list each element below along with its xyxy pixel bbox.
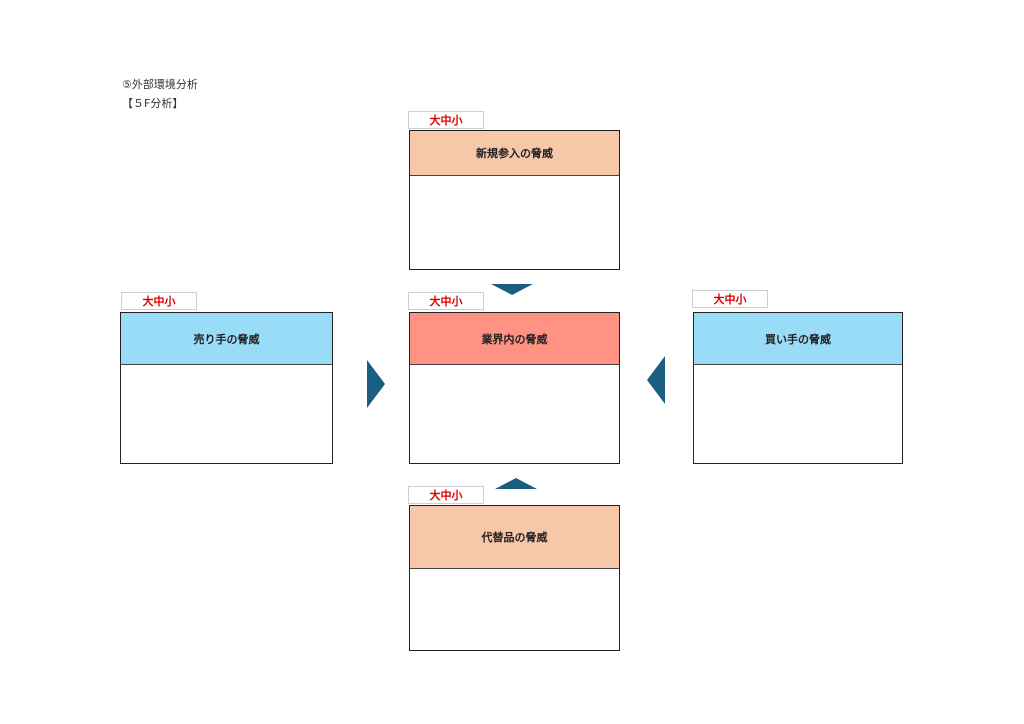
buyers-rating-tag[interactable]: 大中小 xyxy=(692,290,768,308)
suppliers-title: 売り手の脅威 xyxy=(121,313,332,365)
suppliers-content-area[interactable] xyxy=(121,365,332,463)
industry-title: 業界内の脅威 xyxy=(410,313,619,365)
substitutes-rating-tag[interactable]: 大中小 xyxy=(408,486,484,504)
buyers-title: 買い手の脅威 xyxy=(694,313,902,365)
new-entrants-title: 新規参入の脅威 xyxy=(410,131,619,176)
suppliers-box: 売り手の脅威 xyxy=(120,312,333,464)
buyers-box: 買い手の脅威 xyxy=(693,312,903,464)
new-entrants-rating-tag[interactable]: 大中小 xyxy=(408,111,484,129)
arrow-right-icon xyxy=(367,360,385,408)
suppliers-rating-tag[interactable]: 大中小 xyxy=(121,292,197,310)
industry-content-area[interactable] xyxy=(410,365,619,463)
substitutes-box: 代替品の脅威 xyxy=(409,505,620,651)
subsection-heading: 【５F分析】 xyxy=(122,97,184,110)
substitutes-content-area[interactable] xyxy=(410,569,619,650)
arrow-up-icon xyxy=(495,478,537,489)
substitutes-title: 代替品の脅威 xyxy=(410,506,619,569)
new-entrants-content-area[interactable] xyxy=(410,176,619,269)
buyers-content-area[interactable] xyxy=(694,365,902,463)
industry-rating-tag[interactable]: 大中小 xyxy=(408,292,484,310)
new-entrants-box: 新規参入の脅威 xyxy=(409,130,620,270)
arrow-left-icon xyxy=(647,356,665,404)
arrow-down-icon xyxy=(491,284,533,295)
industry-box: 業界内の脅威 xyxy=(409,312,620,464)
section-heading: ⑤外部環境分析 xyxy=(122,78,198,91)
